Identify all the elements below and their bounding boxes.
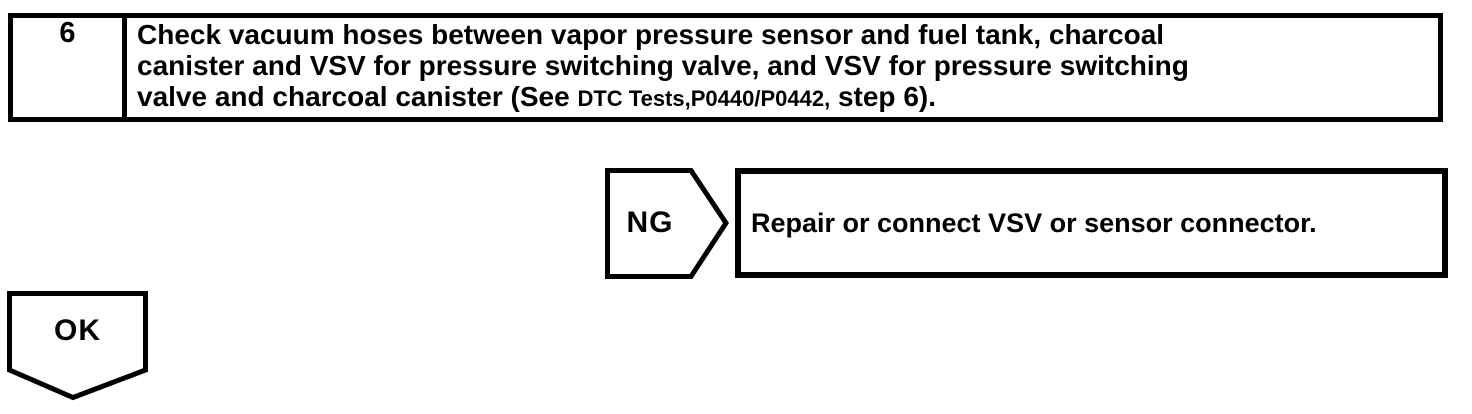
instruction-line-1: Check vacuum hoses between vapor pressur… — [137, 19, 1165, 50]
ng-pointer-pentagon-shape — [605, 168, 729, 279]
ng-result-text: Repair or connect VSV or sensor connecto… — [751, 207, 1317, 238]
ng-label: NG — [626, 205, 674, 239]
instruction-line-2: canister and VSV for pressure switching … — [137, 50, 1189, 81]
instruction-line-3: valve and charcoal canister (See DTC Tes… — [137, 81, 1432, 114]
step-instruction-cell: Check vacuum hoses between vapor pressur… — [127, 18, 1438, 117]
instruction-line-3-prefix: valve and charcoal canister (See — [137, 81, 578, 112]
ok-label: OK — [54, 314, 101, 347]
ng-result-box: Repair or connect VSV or sensor connecto… — [735, 168, 1448, 278]
dtc-test-reference: DTC Tests,P0440/P0442, — [577, 86, 831, 111]
step-table: 6 Check vacuum hoses between vapor press… — [8, 13, 1443, 122]
step-number-cell: 6 — [13, 18, 127, 117]
ng-connector: NG — [605, 168, 729, 279]
ok-connector: OK — [7, 291, 148, 401]
instruction-line-3-suffix: step 6). — [830, 81, 936, 112]
ok-down-pentagon-shape — [7, 291, 148, 401]
step-number: 6 — [59, 17, 76, 49]
